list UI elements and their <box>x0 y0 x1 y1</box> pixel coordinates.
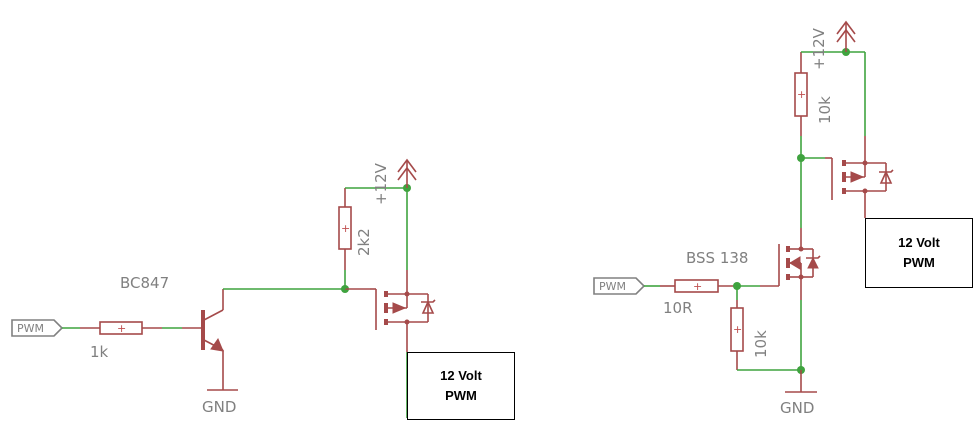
left-power-mosfet[interactable] <box>375 289 436 330</box>
transistor-bc847-label: BC847 <box>120 274 169 292</box>
left-supply-symbol <box>397 158 417 188</box>
resistor-plus-mark: + <box>797 88 806 101</box>
left-output-note-line1: 12 Volt <box>440 368 482 383</box>
left-pwm-port-label: PWM <box>17 322 44 335</box>
right-resistor-10k-pulldown-label: 10k <box>752 330 770 358</box>
left-resistor-1k[interactable]: + <box>99 321 143 335</box>
right-gnd-label: GND <box>780 399 814 417</box>
right-pwm-port[interactable]: PWM <box>593 277 646 295</box>
resistor-plus-mark: + <box>117 322 126 335</box>
left-gnd-label: GND <box>202 398 236 416</box>
left-resistor-2k2-label: 2k2 <box>355 228 373 256</box>
mosfet-bss138-label: BSS 138 <box>686 249 748 267</box>
right-resistor-10r[interactable]: + <box>674 279 719 293</box>
resistor-plus-mark: + <box>341 222 350 235</box>
right-output-note-line2: PWM <box>903 255 935 270</box>
transistor-bc847[interactable] <box>201 289 238 391</box>
right-pwm-port-label: PWM <box>599 280 626 293</box>
resistor-plus-mark: + <box>693 280 702 293</box>
left-resistor-2k2[interactable]: + <box>338 206 352 250</box>
right-resistor-10k-pullup-label: 10k <box>816 96 834 124</box>
right-power-mosfet[interactable] <box>831 158 894 200</box>
right-output-note: 12 Volt PWM <box>865 218 973 288</box>
left-pwm-port[interactable]: PWM <box>11 319 64 337</box>
right-output-note-line1: 12 Volt <box>898 235 940 250</box>
resistor-plus-mark: + <box>733 323 742 336</box>
left-supply-label: +12V <box>372 162 390 205</box>
right-resistor-10k-pullup[interactable]: + <box>794 72 808 117</box>
left-resistor-1k-label: 1k <box>90 343 109 361</box>
right-supply-label: +12V <box>810 27 828 70</box>
right-resistor-10k-pulldown[interactable]: + <box>730 307 744 352</box>
right-supply-symbol <box>836 20 856 52</box>
left-output-note: 12 Volt PWM <box>407 352 515 420</box>
left-output-note-line2: PWM <box>445 388 477 403</box>
mosfet-bss138[interactable] <box>778 244 821 286</box>
right-resistor-10r-label: 10R <box>663 299 693 317</box>
